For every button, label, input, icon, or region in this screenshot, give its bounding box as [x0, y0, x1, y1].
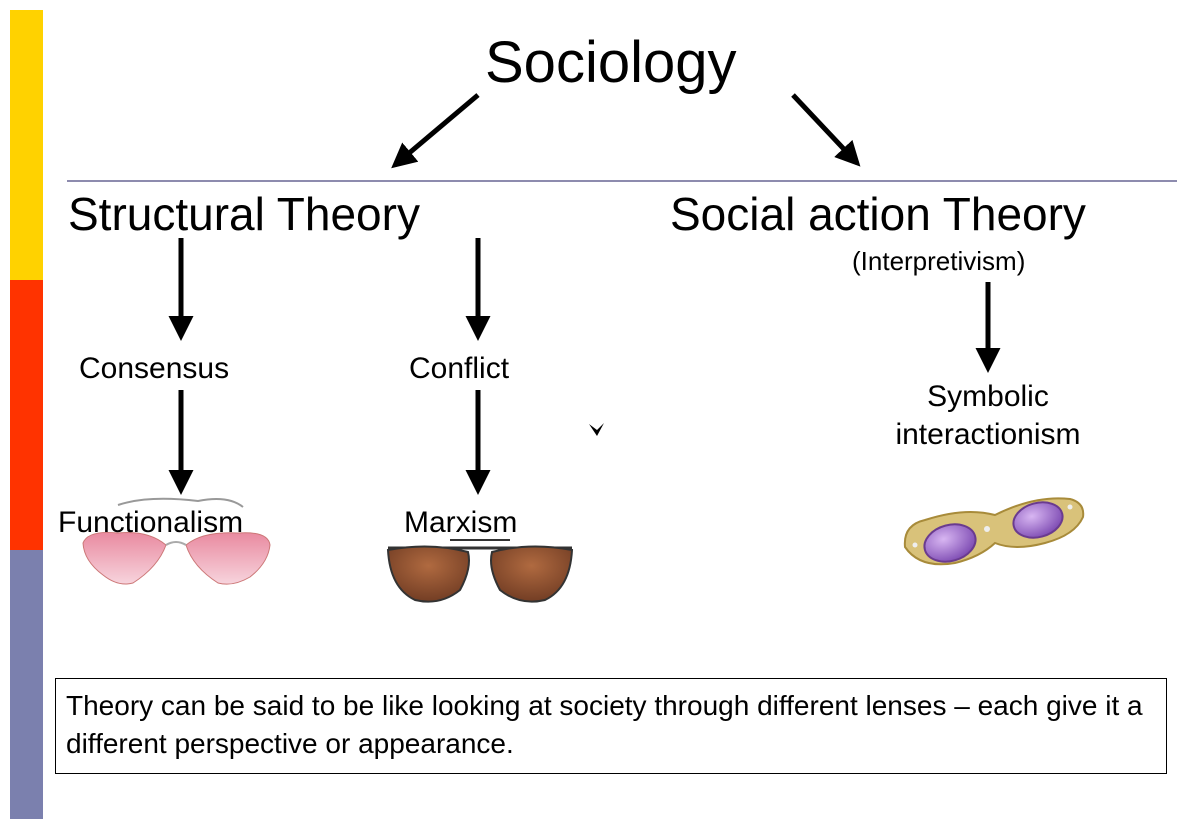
- tick-mark-icon: [589, 423, 604, 436]
- structural-theory-label: Structural Theory: [68, 188, 420, 240]
- accent-bar-purple: [10, 550, 43, 819]
- purple-jeweled-glasses-icon: [903, 497, 1085, 566]
- symbolic-line-1: Symbolic: [927, 380, 1049, 413]
- interpretivism-label: (Interpretivism): [852, 246, 1026, 276]
- arrow-to-social-action: [791, 93, 861, 167]
- social-action-theory-label: Social action Theory: [670, 188, 1086, 240]
- symbolic-interactionism-label: Symbolic interactionism: [873, 378, 1103, 454]
- symbolic-line-2: interactionism: [895, 418, 1081, 451]
- aviator-sunglasses-icon: [386, 539, 574, 603]
- arrow-to-structural: [391, 93, 480, 169]
- accent-bar-red: [10, 280, 43, 550]
- diagram-title: Sociology: [485, 30, 737, 95]
- divider-line: [67, 180, 1177, 182]
- functionalism-label: Functionalism: [58, 506, 244, 539]
- accent-bar-yellow: [10, 10, 43, 280]
- consensus-label: Consensus: [79, 352, 230, 385]
- caption-box: Theory can be said to be like looking at…: [55, 678, 1167, 774]
- conflict-label: Conflict: [409, 352, 510, 385]
- pink-heart-sunglasses-icon: [82, 497, 271, 585]
- marxism-label: Marxism: [404, 506, 518, 539]
